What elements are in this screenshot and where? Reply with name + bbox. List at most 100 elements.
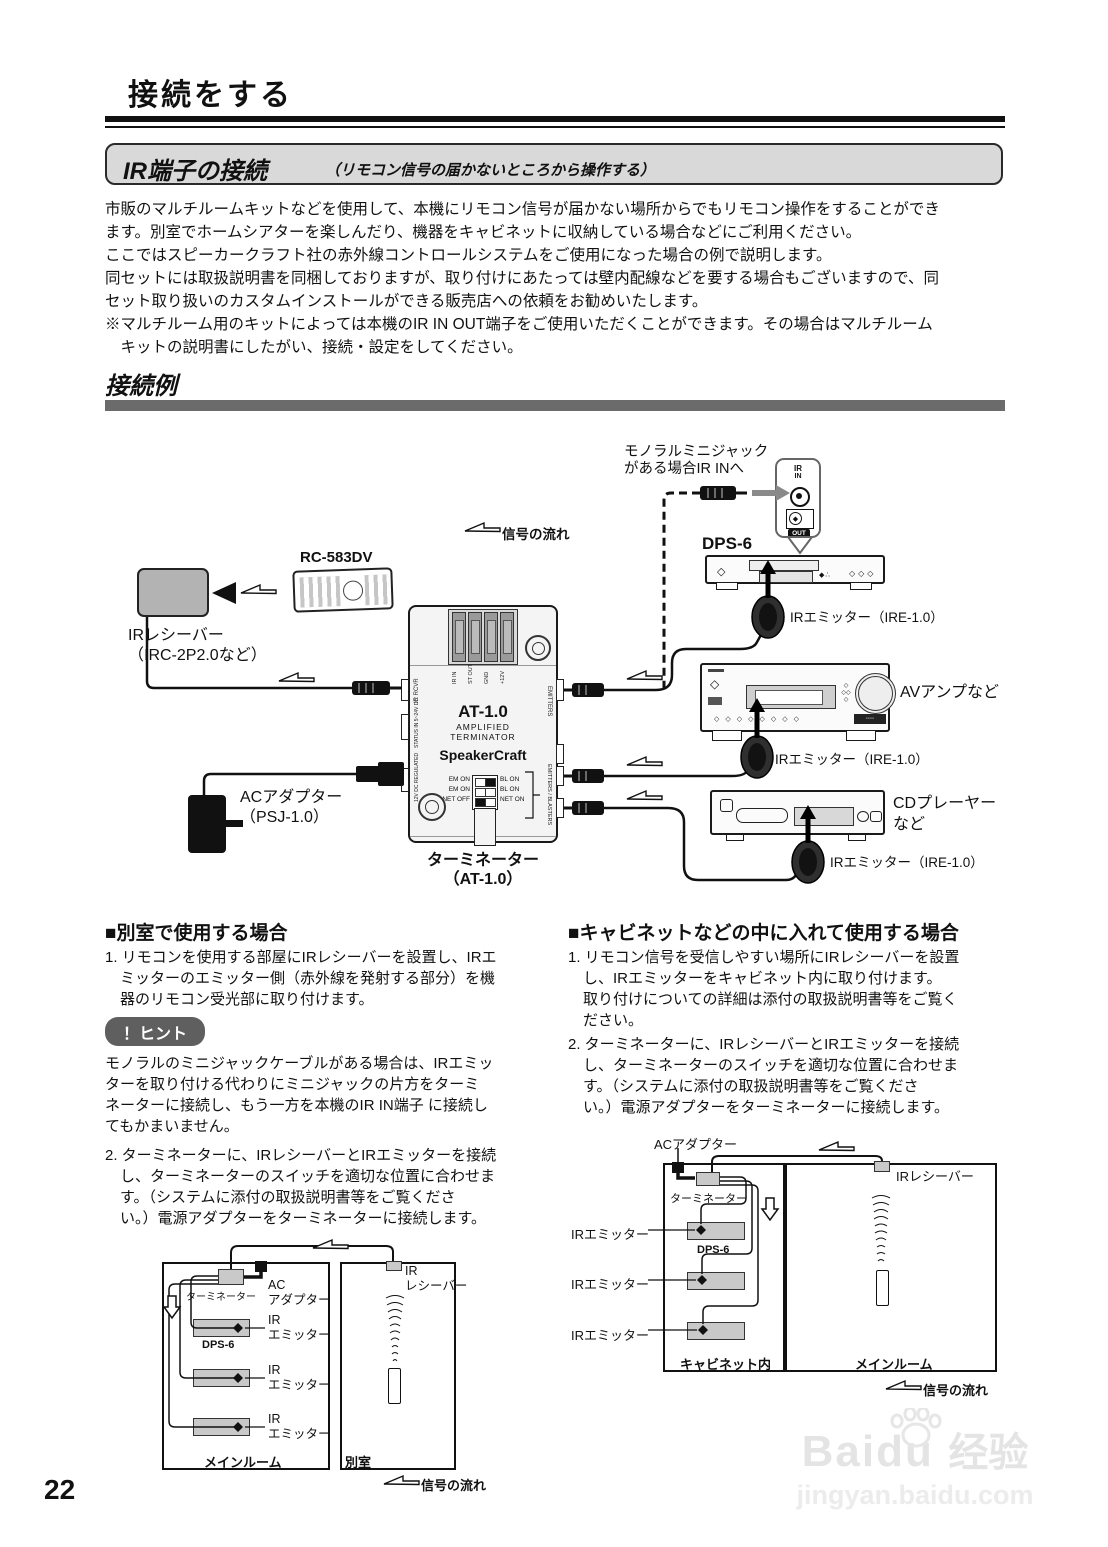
av-amp-label: AVアンプなど: [900, 684, 1000, 701]
remote-buttons-grid2: [364, 574, 390, 606]
cabinet-emitter3-label: IRエミッター: [571, 1328, 650, 1343]
section-subtitle: （リモコン信号の届かないところから操作する）: [325, 162, 656, 179]
cabinet-receiver: [874, 1161, 890, 1172]
av-amp: ◇ ◇◇◇◇ ◇◇◇◇◇◇◇◇ ◦◦◦◦: [700, 663, 896, 732]
cabinet-device-3: [687, 1322, 745, 1340]
wire-emitter2: [604, 761, 754, 778]
room-device-3: [193, 1418, 250, 1436]
sw-label-neton: NET ON: [500, 796, 525, 803]
flow-arrow: [626, 756, 663, 767]
jack-emitter-1: [556, 679, 564, 701]
room-remote: [388, 1368, 401, 1404]
minijack-callout: モノラルミニジャック がある場合IR INへ: [624, 444, 769, 477]
jack-label-emitters: EMITTERS: [546, 686, 552, 717]
right-col-step1: 1. リモコン信号を受信しやすい場所にIRレシーバーを設置 し、IRエミッターを…: [568, 949, 960, 1029]
cabinet-main-box: [785, 1163, 997, 1372]
flow-arrow: [240, 584, 277, 595]
cd-tray-slot: [736, 808, 788, 823]
page-number: 22: [44, 1474, 76, 1505]
signal-flow-legend: 信号の流れ: [502, 527, 570, 542]
panel-pointer: [786, 536, 814, 555]
cabinet-device-1: [687, 1222, 745, 1240]
terminal-block: [448, 609, 518, 665]
sw-label-em1: EM ON: [448, 776, 470, 783]
cabinet-terminator: [696, 1172, 720, 1186]
intro-text: 市販のマルチルームキットなどを使用して、本機にリモコン信号が届かない場所からでも…: [105, 201, 940, 356]
cabinet-signal-flow: 信号の流れ: [923, 1383, 989, 1398]
jack-emitter-empty: [556, 744, 564, 764]
watermark-suffix: 经验: [948, 1431, 1029, 1475]
page-title: 接続をする: [128, 79, 293, 112]
remote-dpad: [342, 580, 364, 601]
terminal-label-stout: ST OUT: [468, 663, 474, 684]
cd-foot-left: [726, 835, 744, 841]
title-rule-thin: [105, 126, 1005, 128]
ir-in-jack-icon: [790, 487, 810, 507]
minijack-plug: [700, 486, 747, 500]
amp-foot-right: [846, 731, 876, 741]
dps6-label: DPS-6: [702, 534, 753, 553]
amp-volume-knob: [855, 673, 896, 714]
room-ac-label: AC アダプター: [268, 1278, 331, 1307]
baidu-watermark: Baidu 经验 jingyan.baidu.com: [770, 1408, 1060, 1511]
plug-emitter3: [564, 801, 604, 815]
right-col-step2: 2. ターミネーターに、IRレシーバーとIRエミッターを接続 し、ターミネーター…: [568, 1036, 960, 1116]
dps6-foot-left: [716, 583, 738, 590]
watermark-url: jingyan.baidu.com: [796, 1480, 1034, 1510]
jack-emitter-2: [556, 766, 564, 786]
flow-arrow: [626, 670, 663, 681]
flow-arrow: [818, 1141, 855, 1152]
dps6-foot-right: [850, 583, 872, 590]
amp-dpad: ◇◇◇◇: [841, 683, 851, 703]
room-terminator-label: ターミネーター: [186, 1292, 256, 1303]
jack-label-emitters-blasters: EMITTERS / BLASTERS: [546, 764, 552, 826]
section-title: IR端子の接続: [123, 158, 267, 185]
hint-badge: ！ヒント: [105, 1017, 205, 1046]
screw-top-right: [525, 635, 551, 661]
flow-arrow: [383, 1475, 420, 1486]
ac-adapter-prong: [226, 820, 243, 827]
room-ac-square: [255, 1261, 267, 1272]
room-device-1: [193, 1319, 250, 1337]
jack-emitter-3: [556, 798, 564, 818]
jack-label-12vdc: 12V DC REGULATED: [414, 752, 420, 802]
jack-12vdc: [401, 768, 409, 792]
cabinet-terminator-label: ターミネーター: [670, 1193, 747, 1205]
terminator-caption: ターミネーター （AT-1.0）: [426, 852, 539, 888]
ir-in-jack-pin: [796, 493, 802, 499]
remote-arrow: [212, 582, 236, 604]
at10-brand: SpeakerCraft: [439, 747, 527, 763]
dip-tab: [474, 808, 496, 846]
room-emitter1-label: IR エミッター: [268, 1313, 331, 1342]
flow-arrow: [626, 790, 663, 801]
terminal-label-12v: +12V: [500, 671, 506, 684]
emitter1-label: IRエミッター（IRE-1.0）: [790, 610, 944, 625]
emitter3-label: IRエミッター（IRE-1.0）: [830, 855, 984, 870]
jack-ir-rcvr: [401, 679, 409, 701]
flow-arrow: [312, 1239, 349, 1250]
remote-model-label: RC-583DV: [300, 549, 373, 566]
cd-foot-right: [848, 835, 866, 841]
dps6-player: ◇ ◆∴ ◇◇◇: [705, 555, 885, 584]
amp-io-block: ◦◦◦◦: [854, 714, 886, 724]
cabinet-remote: [876, 1270, 889, 1306]
left-col-step1: 1. リモコンを使用する部屋にIRレシーバーを設置し、IRエ ミッターのエミッタ…: [105, 949, 497, 1008]
at10-type2: TERMINATOR: [450, 732, 516, 742]
at10-type1: AMPLIFIED: [456, 722, 510, 732]
cd-player: [710, 790, 885, 835]
dps6-knobs: ◇◇◇: [849, 569, 877, 578]
example-rule: [105, 400, 1005, 411]
section-title-box: IR端子の接続 （リモコン信号の届かないところから操作する）: [105, 143, 1003, 185]
dps6-logo-diamond: ◇: [717, 566, 726, 578]
flow-arrow: [278, 672, 315, 683]
ac-adapter-label: ACアダプター （PSJ-1.0）: [240, 789, 343, 826]
cabinet-inside-label: キャビネット内: [680, 1357, 772, 1372]
room-emitter3-label: IR エミッター: [268, 1412, 331, 1441]
wire-minijack-dashed: [662, 491, 700, 688]
title-rule-thick: [105, 116, 1005, 122]
remote-buttons-grid: [299, 576, 341, 608]
flow-arrow: [885, 1380, 922, 1391]
hint-badge-label: ！ヒント: [122, 1025, 187, 1043]
amp-display: [746, 685, 836, 709]
